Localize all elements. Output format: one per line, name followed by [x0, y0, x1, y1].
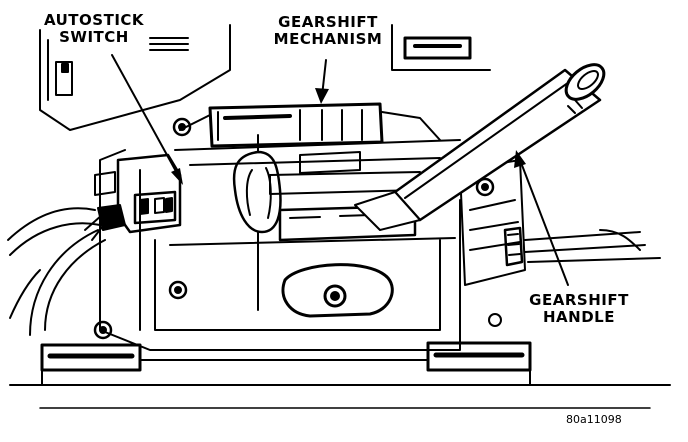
autostick-switch-body	[84, 153, 182, 241]
gearshift-handle-label: GEARSHIFT HANDLE	[524, 292, 634, 326]
bolt-fasteners	[93, 117, 502, 340]
autostick-switch-label: AUTOSTICK SWITCH	[40, 12, 148, 46]
gearshift-handle-tube	[354, 63, 606, 231]
gearshift-mechanism-label-line1: GEARSHIFT	[278, 13, 378, 31]
leader-arrowheads	[171, 88, 526, 185]
lower-shift-plate	[281, 263, 394, 318]
bottom-console-slots	[9, 341, 671, 386]
console-slot-top-right	[391, 24, 491, 71]
base-plate	[99, 149, 461, 351]
figure-reference-number: 80a11098	[566, 413, 622, 426]
mechanism-housing	[169, 102, 461, 246]
gearshift-handle-label-line2: HANDLE	[543, 308, 615, 326]
gearshift-mechanism-label: GEARSHIFT MECHANISM	[268, 14, 388, 48]
console-panel-top-left	[39, 24, 231, 131]
autostick-switch-label-line2: SWITCH	[59, 28, 129, 46]
autostick-switch-label-line1: AUTOSTICK	[43, 11, 145, 29]
console-outline-left	[7, 207, 106, 336]
gearshift-mechanism-label-line2: MECHANISM	[273, 30, 383, 48]
gearshift-handle-label-line1: GEARSHIFT	[529, 291, 629, 309]
shift-gate-loop	[232, 134, 282, 311]
